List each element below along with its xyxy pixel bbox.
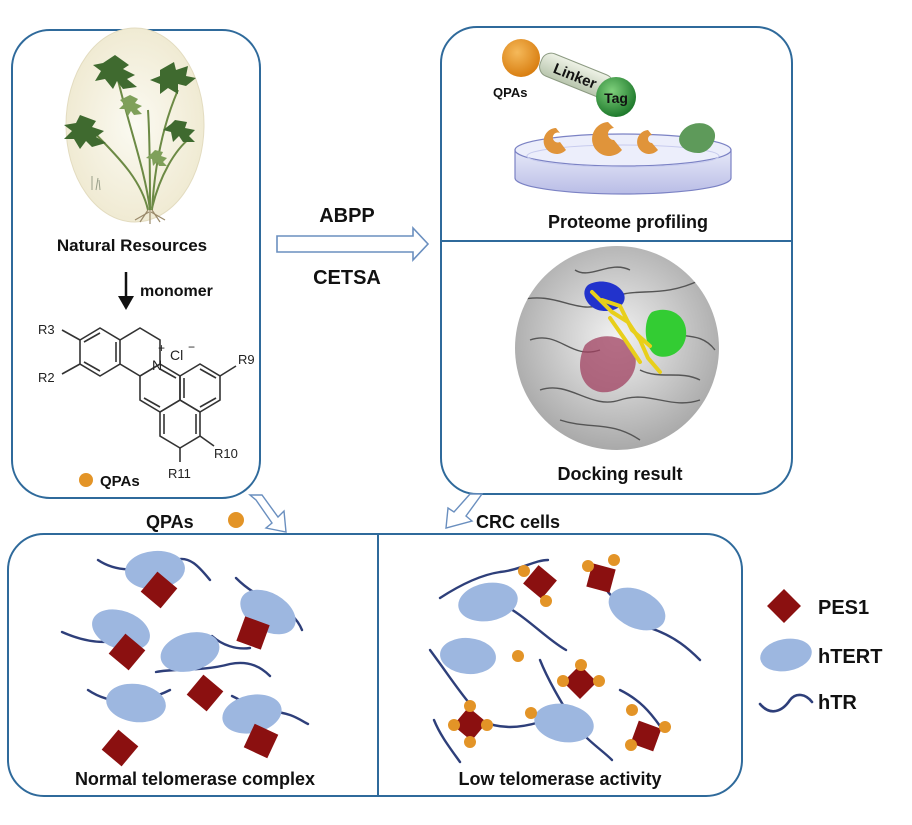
legend-htert-label: hTERT xyxy=(818,646,882,668)
plant-illustration xyxy=(64,27,205,224)
r9-label: R9 xyxy=(238,352,255,367)
r3-label: R3 xyxy=(38,322,55,337)
qpa-dots-bound xyxy=(448,554,671,751)
qpa-chemical-structure xyxy=(61,327,237,462)
qpa-legend-dot xyxy=(79,473,93,487)
left-flow-arrow xyxy=(248,494,287,533)
normal-complex-caption: Normal telomerase complex xyxy=(75,769,315,789)
r10-label: R10 xyxy=(214,446,238,461)
r11-label: R11 xyxy=(168,466,191,481)
flow-qpa-dot xyxy=(228,512,244,528)
qpa-probe-ball xyxy=(502,39,540,77)
chloride-label: Cl xyxy=(170,347,183,363)
petri-dish xyxy=(514,133,732,195)
monomer-arrow xyxy=(118,272,134,310)
qpa-legend-label: QPAs xyxy=(100,473,140,490)
binding-pocket-red xyxy=(580,336,636,393)
tag-label: Tag xyxy=(604,90,628,106)
legend-pes1-label: PES1 xyxy=(818,597,869,619)
n-atom-label: N xyxy=(152,357,162,373)
legend-htert-swatch xyxy=(760,638,812,672)
docked-ligand xyxy=(590,290,662,374)
monomer-label: monomer xyxy=(140,283,213,300)
probe-molecule: Linker Tag xyxy=(502,39,636,117)
protein-surface xyxy=(515,246,719,450)
right-flow-arrow xyxy=(445,493,484,529)
htert-blobs-free xyxy=(440,582,666,743)
low-activity-illustration xyxy=(428,554,702,764)
binding-pocket-green xyxy=(645,309,687,357)
flow-crc-cells-label: CRC cells xyxy=(476,512,560,532)
low-activity-caption: Low telomerase activity xyxy=(458,769,661,789)
qpa-chemical-labels: R3 R2 N + Cl − R9 R10 R11 xyxy=(38,322,255,481)
chloride-charge-label: − xyxy=(188,340,195,354)
n-charge-label: + xyxy=(158,341,165,355)
natural-resources-title: Natural Resources xyxy=(57,236,207,255)
legend: PES1 hTERT hTR xyxy=(758,589,882,714)
pes1-diamonds xyxy=(101,571,279,767)
proteins-in-dish xyxy=(543,122,716,156)
legend-htr-swatch xyxy=(758,693,814,713)
docking-result-caption: Docking result xyxy=(557,464,682,484)
r2-label: R2 xyxy=(38,370,55,385)
proteome-profiling-caption: Proteome profiling xyxy=(548,212,708,232)
probe-qpa-label: QPAs xyxy=(493,85,527,100)
abpp-cetsa-arrow xyxy=(276,225,430,263)
normal-complex-illustration xyxy=(60,550,310,767)
pes1-diamonds-bound xyxy=(453,563,662,752)
abpp-label: ABPP xyxy=(319,205,375,227)
telomerase-panel xyxy=(7,533,743,797)
legend-pes1-swatch xyxy=(767,589,801,623)
legend-htr-label: hTR xyxy=(818,692,857,714)
cetsa-label: CETSA xyxy=(313,267,381,289)
flow-qpas-label: QPAs xyxy=(146,512,194,532)
tag-ball xyxy=(596,77,636,117)
target-panel xyxy=(440,26,793,495)
